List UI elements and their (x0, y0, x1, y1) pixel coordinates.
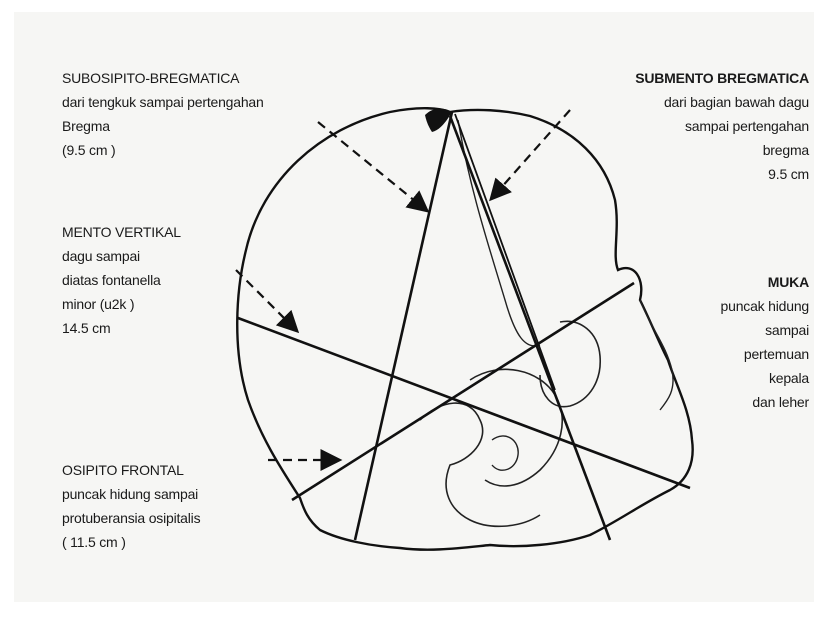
label-line: 14.5 cm (62, 320, 111, 336)
label-line: dagu sampai (62, 248, 140, 264)
diagram-frame (14, 12, 814, 602)
label-line: diatas fontanella (62, 272, 161, 288)
fontanelle-mark (425, 108, 452, 132)
label-line: 9.5 cm (768, 166, 809, 182)
label-line: sampai (765, 322, 809, 338)
label-line: minor (u2k ) (62, 296, 135, 312)
line-osipito-frontal (291, 281, 635, 502)
arrow-submento (489, 109, 571, 202)
cheek-contour (469, 368, 563, 487)
label-line: Bregma (62, 118, 110, 134)
arrow-subosipito (317, 121, 430, 213)
label-title: SUBMENTO BREGMATICA (635, 70, 809, 86)
label-line: sampai pertengahan (684, 118, 809, 134)
label-line: dari tengkuk sampai pertengahan (62, 94, 264, 110)
jaw-contour (419, 402, 541, 528)
nose-contour (639, 299, 674, 411)
label-title: MENTO VERTIKAL (62, 224, 181, 240)
label-title: OSIPITO FRONTAL (62, 462, 184, 478)
label-submento-bregmatica: SUBMENTO BREGMATICA dari bagian bawah da… (635, 66, 809, 186)
skull-suture (457, 119, 541, 347)
label-line: kepala (768, 370, 809, 386)
line-submento-bregmatica-a (448, 115, 612, 541)
label-line: puncak hidung (720, 298, 810, 314)
label-title: MUKA (767, 274, 809, 290)
line-submento-bregmatica-b (454, 113, 556, 391)
label-mento-vertikal: MENTO VERTIKAL dagu sampai diatas fontan… (62, 220, 181, 340)
skull-outline (236, 107, 694, 551)
label-line: bregma (762, 142, 809, 158)
label-line: puncak hidung sampai (62, 486, 199, 502)
label-muka: MUKA puncak hidung sampai pertemuan kepa… (720, 270, 810, 414)
label-title: SUBOSIPITO-BREGMATICA (62, 70, 240, 86)
label-osipito-frontal: OSIPITO FRONTAL puncak hidung sampai pro… (62, 458, 201, 554)
line-subosipito-bregmatica (353, 111, 454, 541)
orbit-contour (539, 320, 601, 408)
label-subosipito-bregmatica: SUBOSIPITO-BREGMATICA dari tengkuk sampa… (62, 66, 264, 162)
ear-contour (491, 435, 519, 471)
line-mento-vertikal (237, 316, 691, 490)
label-line: pertemuan (743, 346, 809, 362)
label-line: (9.5 cm ) (62, 142, 116, 158)
label-line: dan leher (752, 394, 809, 410)
label-line: dari bagian bawah dagu (663, 94, 809, 110)
label-line: protuberansia osipitalis (62, 510, 201, 526)
label-line: ( 11.5 cm ) (62, 534, 126, 550)
